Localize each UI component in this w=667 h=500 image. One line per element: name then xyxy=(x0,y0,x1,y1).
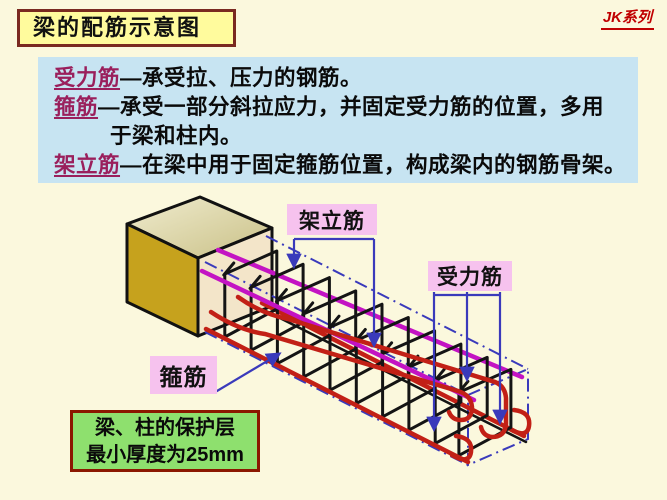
stirrup-bar xyxy=(407,342,463,432)
stirrup-hook xyxy=(222,261,236,277)
note-line-1: 梁、柱的保护层 xyxy=(95,417,235,439)
label-erection-bar: 架立筋 xyxy=(287,204,377,235)
term-load-bar: 受力筋 xyxy=(54,66,121,90)
stirrup-hook xyxy=(248,274,262,290)
stirrup-hook xyxy=(432,367,446,383)
definition-text: 于梁和柱内。 xyxy=(110,124,243,148)
label-stirrup: 箍筋 xyxy=(150,356,217,394)
erection-bar-back xyxy=(215,247,525,380)
definition-text: —承受拉、压力的钢筋。 xyxy=(120,66,363,90)
rear-bar-black xyxy=(262,308,528,444)
definition-line: 于梁和柱内。 xyxy=(54,122,638,151)
definition-text: —承受一部分斜拉应力，并固定受力筋的位置，多用 xyxy=(98,95,605,119)
definition-line: 受力筋—承受拉、压力的钢筋。 xyxy=(54,64,638,93)
term-erection-bar: 架立筋 xyxy=(54,153,121,177)
label-load-bar: 受力筋 xyxy=(428,261,512,291)
page-title: 梁的配筋示意图 xyxy=(17,9,236,47)
bent-up-bar-2 xyxy=(235,294,509,440)
definition-text: —在梁中用于固定箍筋位置，构成梁内的钢筋骨架。 xyxy=(120,153,627,177)
note-line-2: 最小厚度为25mm xyxy=(86,444,244,466)
brand-mark: JK系列 xyxy=(600,6,654,30)
load-bar-front-hook xyxy=(449,433,474,462)
front-longitudinal-bars xyxy=(199,268,509,465)
stirrup-hook xyxy=(301,301,315,317)
load-bar-back-hook xyxy=(507,407,532,436)
definition-line: 架立筋—在梁中用于固定箍筋位置，构成梁内的钢筋骨架。 xyxy=(54,151,638,180)
stirrup-hook xyxy=(274,288,288,304)
bent-up-bar-1 xyxy=(208,309,475,423)
definitions-panel: 受力筋—承受拉、压力的钢筋。 箍筋—承受一部分斜拉应力，并固定受力筋的位置，多用… xyxy=(38,57,638,183)
term-stirrup: 箍筋 xyxy=(54,95,99,119)
definition-line: 箍筋—承受一部分斜拉应力，并固定受力筋的位置，多用 xyxy=(54,93,638,122)
load-bar-front xyxy=(203,326,471,465)
stirrup-hook xyxy=(327,314,341,330)
cover-layer-note: 梁、柱的保护层 最小厚度为25mm xyxy=(70,410,260,472)
